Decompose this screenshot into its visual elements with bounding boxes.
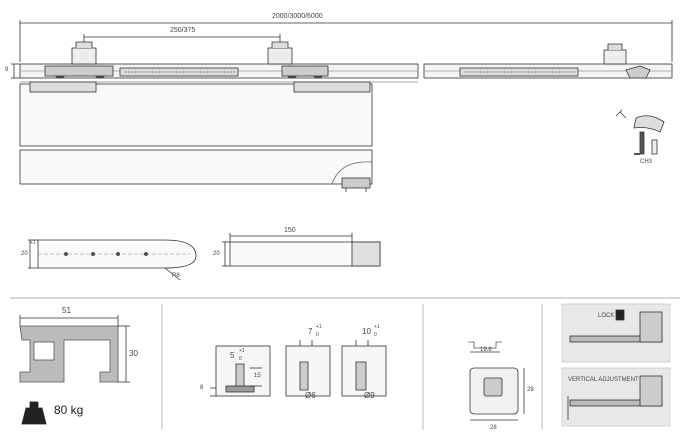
right-trolley <box>459 43 651 79</box>
guide-square-height-label: 28 <box>527 387 534 393</box>
gap-7-base-label: 0 <box>316 332 319 338</box>
height-8-label: 8 <box>200 385 204 391</box>
gap-7-label: 7 <box>308 327 313 336</box>
gap-5-label: 5 <box>230 351 235 360</box>
door-panel-bottom <box>19 149 373 192</box>
hex-key-detail <box>615 109 665 155</box>
gap-10-label: 10 <box>362 327 371 336</box>
hex-key-label: CH3 <box>640 159 653 165</box>
stopper-spacing-dimension <box>83 34 281 50</box>
section-10mm <box>341 340 387 397</box>
lock-photo <box>561 303 671 363</box>
rail-length-label: 2000/3000/6000 <box>272 13 323 20</box>
center-trolley <box>267 41 329 79</box>
gap-10-tol-label: +1 <box>374 324 380 330</box>
depth-15-label: 15 <box>254 373 261 379</box>
panel-thickness-left-label: 20 <box>21 251 28 257</box>
door-edge-150 <box>222 233 381 267</box>
weight-label: 80 kg <box>54 403 84 417</box>
profile-width-label: 51 <box>62 306 71 315</box>
weight-icon <box>21 401 47 425</box>
lock-label: LOCK <box>598 313 615 319</box>
vertical-adjustment-label: VERTICAL ADJUSTMENT <box>568 377 639 383</box>
profile-height-label: 30 <box>129 349 138 358</box>
gap-5-base-label: 0 <box>239 356 242 362</box>
floor-guide-side <box>468 341 502 353</box>
rail-length-dimension <box>19 20 673 62</box>
door-panel-top <box>19 81 373 147</box>
diameter-6-label: Ø6 <box>305 391 316 400</box>
slot-length-label: 150 <box>284 227 296 234</box>
rail-profile-section <box>19 315 130 383</box>
gap-5-tol-label: +1 <box>239 348 245 354</box>
diameter-9-label: Ø9 <box>364 391 375 400</box>
radius-label: R8 <box>172 273 180 279</box>
guide-square-width-label: 28 <box>490 425 497 431</box>
floor-guide-top <box>469 367 525 421</box>
rail-offset-dimension <box>11 63 20 79</box>
left-trolley <box>44 41 239 79</box>
section-7mm <box>285 340 331 397</box>
section-5mm <box>210 345 271 397</box>
gap-7-tol-label: +1 <box>316 324 322 330</box>
rail-offset-label: 9 <box>5 67 9 73</box>
gap-10-base-label: 0 <box>374 332 377 338</box>
stopper-spacing-label: 250/375 <box>170 27 196 34</box>
door-edge-slot <box>28 239 197 281</box>
vertical-adjustment-photo <box>561 367 671 427</box>
tolerance-label: +1 <box>30 240 36 246</box>
guide-width-label: 19.6 <box>480 347 492 353</box>
panel-thickness-right-label: 20 <box>213 251 220 257</box>
